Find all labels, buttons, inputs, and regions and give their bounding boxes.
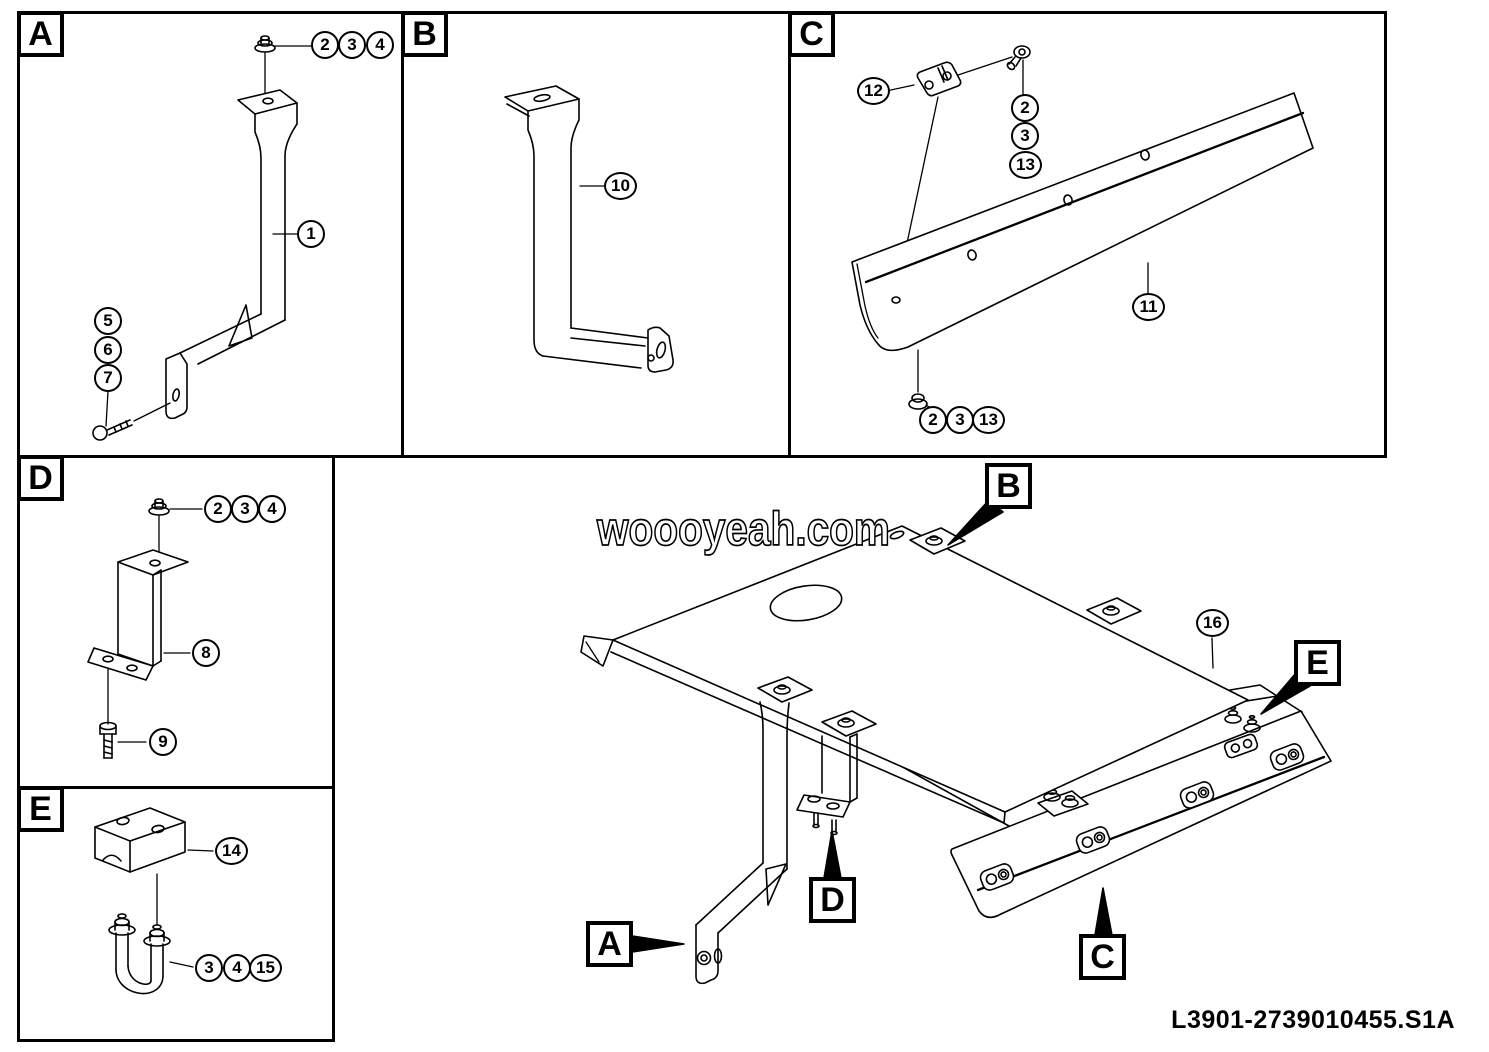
callout-d-8: 8 — [192, 639, 220, 667]
callout-a-3: 3 — [338, 31, 366, 59]
pointer-arrow-d — [823, 830, 842, 879]
callout-e-15: 15 — [249, 954, 282, 982]
callout-main-16: 16 — [1196, 609, 1229, 637]
callout-a-1: 1 — [297, 220, 325, 248]
panel-e-letter: E — [17, 786, 64, 832]
pointer-arrow-a — [631, 935, 685, 953]
panel-a-art — [92, 35, 314, 441]
callout-c-3b: 3 — [946, 406, 974, 434]
flange-nut-icon — [1243, 714, 1261, 733]
flange-nut-icon — [1061, 794, 1079, 808]
panel-a-frame — [17, 11, 404, 458]
callout-c-13b: 13 — [972, 406, 1005, 434]
hanging-bracket-a — [695, 676, 813, 985]
flange-nut-icon — [837, 717, 855, 728]
hanging-bracket-d — [796, 710, 877, 836]
callout-a-7: 7 — [94, 364, 122, 392]
main-assembly-drawing: woooyeah.com — [580, 499, 1332, 985]
u-bolt-15-drawing — [108, 913, 171, 995]
panel-b-frame — [401, 11, 791, 458]
assembly-label-e: E — [1294, 640, 1341, 686]
clamp-14-drawing — [94, 807, 186, 873]
callout-b-10: 10 — [604, 172, 637, 200]
callout-c-2: 2 — [1011, 94, 1039, 122]
top-plate — [580, 525, 1249, 824]
bracket-8-drawing — [87, 549, 189, 681]
assembly-label-c: C — [1079, 934, 1126, 980]
pointer-arrow-c — [1094, 887, 1113, 936]
callout-a-4: 4 — [366, 31, 394, 59]
panel-b-art — [504, 85, 674, 373]
clamp-icon — [1269, 743, 1305, 771]
flange-nut-icon — [908, 393, 928, 410]
callout-c-3: 3 — [1011, 122, 1039, 150]
callout-e-3: 3 — [195, 954, 223, 982]
flange-nut-icon — [925, 535, 943, 546]
clamp-icon — [1075, 826, 1111, 854]
bracket-1-drawing — [165, 89, 298, 420]
callout-d-4: 4 — [258, 495, 286, 523]
bolt-icon — [99, 721, 117, 759]
panel-c-letter: C — [788, 11, 835, 57]
callout-c-2b: 2 — [919, 406, 947, 434]
clip-12-drawing — [916, 61, 962, 97]
flange-nut-icon — [1102, 605, 1120, 616]
panel-b-letter: B — [401, 11, 448, 57]
panel-e-frame — [17, 786, 335, 1042]
callout-a-5: 5 — [94, 307, 122, 335]
callout-d-2: 2 — [204, 495, 232, 523]
clamp-icon — [979, 863, 1015, 891]
bolt-icon — [92, 419, 133, 441]
callout-c-12: 12 — [857, 77, 890, 105]
watermark-text: woooyeah.com — [596, 502, 890, 555]
callout-d-3: 3 — [231, 495, 259, 523]
flange-nut-icon — [254, 35, 276, 53]
assembly-label-a: A — [586, 921, 633, 967]
clamp-icon — [1179, 781, 1215, 809]
callout-a-2: 2 — [311, 31, 339, 59]
callout-c-13: 13 — [1009, 151, 1042, 179]
flange-nut-icon — [773, 684, 791, 695]
panel-d-art — [87, 498, 203, 759]
clip-icon — [1223, 733, 1259, 759]
callout-e-4: 4 — [223, 954, 251, 982]
assembly-label-b: B — [985, 463, 1032, 509]
callout-a-6: 6 — [94, 336, 122, 364]
mount-pad — [909, 527, 966, 555]
drawing-number: L3901-2739010455.S1A — [1171, 1006, 1455, 1034]
panel-a-letter: A — [17, 11, 64, 57]
rail-assembly — [950, 710, 1332, 919]
panel-c-art — [851, 45, 1314, 413]
plate-11-drawing — [851, 92, 1314, 352]
bolt-icon — [1006, 45, 1031, 71]
panel-d-letter: D — [17, 455, 64, 501]
panel-e-art — [94, 807, 214, 995]
callout-d-9: 9 — [149, 728, 177, 756]
stay-10-drawing — [504, 85, 674, 373]
assembly-label-d: D — [809, 877, 856, 923]
callout-e-14: 14 — [215, 837, 248, 865]
mount-pad — [1086, 597, 1142, 625]
callout-c-11: 11 — [1132, 293, 1165, 321]
flange-nut-icon — [148, 498, 170, 516]
